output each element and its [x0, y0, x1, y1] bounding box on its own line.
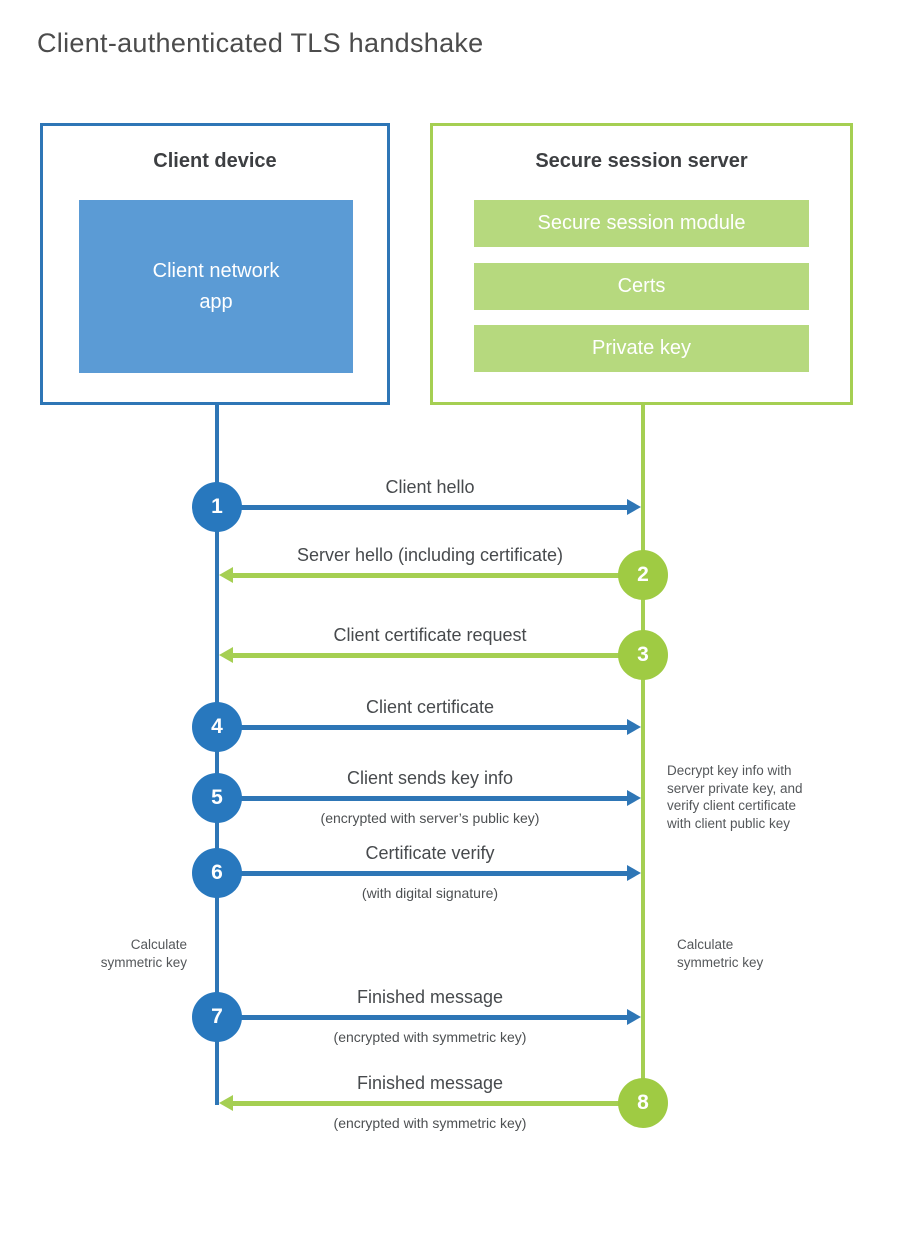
- message-6-sublabel: (with digital signature): [361, 885, 499, 901]
- client-network-app-box: Client network app: [79, 200, 353, 373]
- step-circle-6: 6: [192, 848, 242, 898]
- client-device-title: Client device: [153, 150, 277, 172]
- server-lifeline: [641, 405, 645, 1105]
- arrowhead-left-icon: [219, 647, 233, 663]
- arrowhead-right-icon: [627, 499, 641, 515]
- arrowhead-right-icon: [627, 865, 641, 881]
- step-circle-4: 4: [192, 702, 242, 752]
- message-1-arrow: [217, 505, 628, 510]
- message-8-sublabel: (encrypted with symmetric key): [333, 1115, 527, 1131]
- step-circle-8: 8: [618, 1078, 668, 1128]
- arrowhead-left-icon: [219, 1095, 233, 1111]
- client-device-box: Client device Client network app: [40, 123, 390, 405]
- server-title: Secure session server: [535, 150, 748, 172]
- message-6-arrow: [217, 871, 628, 876]
- message-7-arrow: [217, 1015, 628, 1020]
- step-circle-7: 7: [192, 992, 242, 1042]
- note-decrypt-key-info: Decrypt key info with server private key…: [667, 763, 803, 831]
- arrowhead-right-icon: [627, 1009, 641, 1025]
- step-circle-3: 3: [618, 630, 668, 680]
- step-circle-1: 1: [192, 482, 242, 532]
- server-module-secure-session: Secure session module: [474, 200, 809, 247]
- server-module-certs: Certs: [474, 263, 809, 310]
- message-4-label: Client certificate: [365, 697, 495, 717]
- message-8-arrow: [232, 1101, 643, 1106]
- message-5-arrow: [217, 796, 628, 801]
- message-5-sublabel: (encrypted with server’s public key): [320, 810, 540, 826]
- step-circle-5: 5: [192, 773, 242, 823]
- message-3-label: Client certificate request: [333, 625, 527, 645]
- message-6-label: Certificate verify: [365, 843, 495, 863]
- message-2-arrow: [232, 573, 643, 578]
- arrowhead-right-icon: [627, 719, 641, 735]
- message-4-arrow: [217, 725, 628, 730]
- message-7-sublabel: (encrypted with symmetric key): [333, 1029, 527, 1045]
- message-3-arrow: [232, 653, 643, 658]
- arrowhead-left-icon: [219, 567, 233, 583]
- page-title: Client-authenticated TLS handshake: [37, 28, 484, 58]
- message-1-label: Client hello: [385, 477, 475, 497]
- note-calculate-symmetric-key-client: Calculate symmetric key: [100, 937, 187, 970]
- message-5-label: Client sends key info: [346, 768, 514, 788]
- server-box: Secure session server Secure session mod…: [430, 123, 853, 405]
- arrowhead-right-icon: [627, 790, 641, 806]
- note-calculate-symmetric-key-server: Calculate symmetric key: [677, 937, 764, 970]
- message-7-label: Finished message: [356, 987, 504, 1007]
- step-circle-2: 2: [618, 550, 668, 600]
- message-8-label: Finished message: [356, 1073, 504, 1093]
- client-lifeline: [215, 405, 219, 1105]
- message-2-label: Server hello (including certificate): [296, 545, 564, 565]
- server-module-private-key: Private key: [474, 325, 809, 372]
